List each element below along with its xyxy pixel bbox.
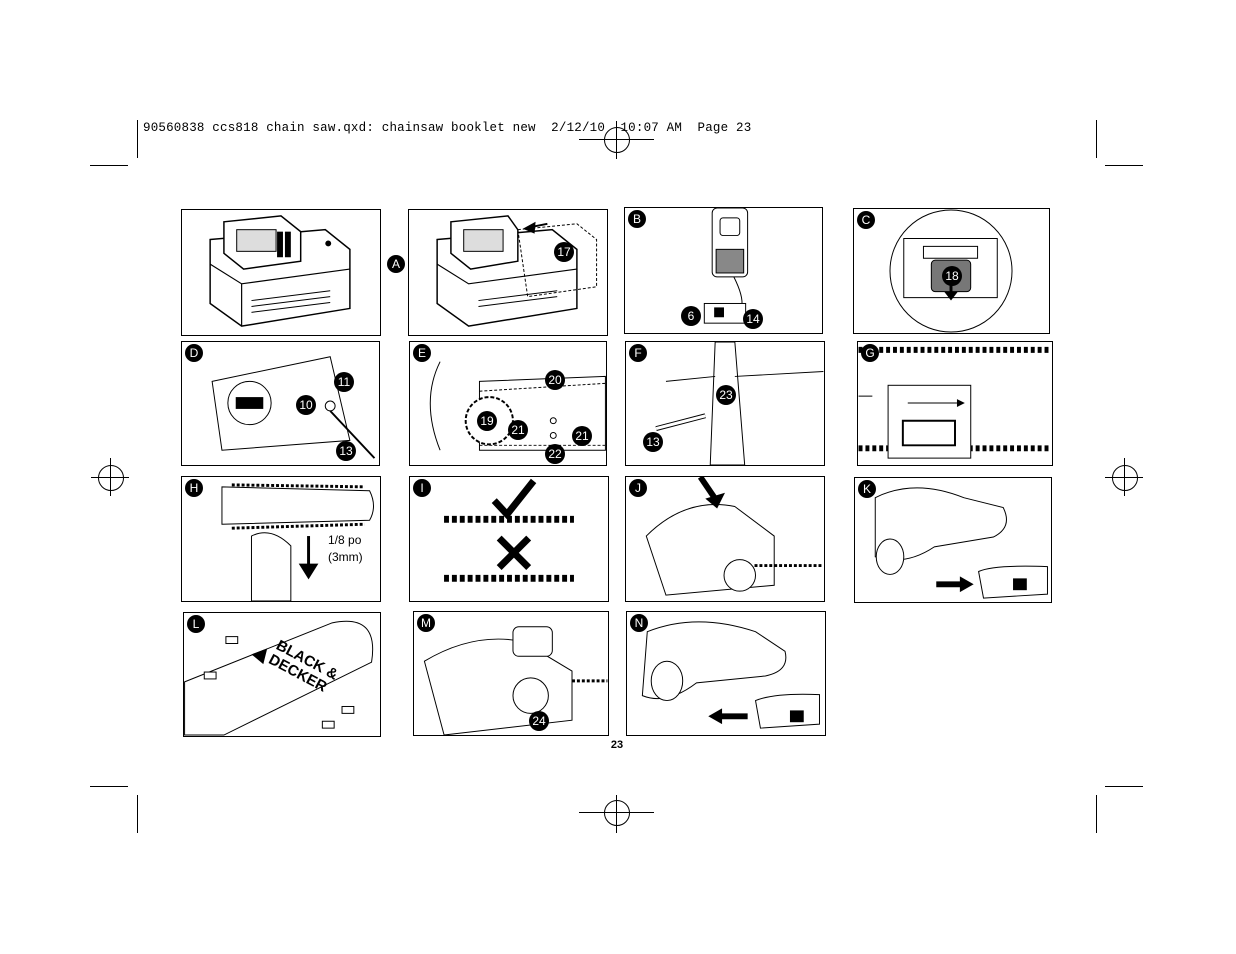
charger-illustration <box>703 208 749 324</box>
clearance-note-line1: 1/8 po <box>328 533 362 547</box>
figure-label-b: B <box>628 210 646 228</box>
callout-13-f: 13 <box>643 432 663 452</box>
figure-label-m: M <box>417 614 435 632</box>
chain-tension-illustration <box>221 483 374 601</box>
callout-22: 22 <box>545 444 565 464</box>
figure-label-j: J <box>629 479 647 497</box>
knob-adjust-illustration <box>423 626 608 735</box>
figure-m-knob-adjust: M 24 <box>413 611 609 736</box>
figure-a-battery-left <box>181 209 381 336</box>
callout-21b: 21 <box>572 426 592 446</box>
callout-6: 6 <box>681 306 701 326</box>
figure-label-g: G <box>861 344 879 362</box>
callout-21a: 21 <box>508 420 528 440</box>
battery-insert-illustration <box>436 215 598 327</box>
guide-bar-illustration <box>184 620 374 736</box>
page-number: 23 <box>610 739 624 751</box>
callout-20: 20 <box>545 370 565 390</box>
figure-j-tighten-knob: J <box>625 476 825 602</box>
callout-11: 11 <box>334 372 354 392</box>
figure-label-c: C <box>857 211 875 229</box>
chain-direction-illustration <box>858 346 1052 459</box>
figure-i-correct-incorrect: I <box>409 476 609 602</box>
figure-a-battery-right: 17 <box>408 209 608 336</box>
battery-insert-saw-illustration <box>641 621 820 729</box>
battery-pack-illustration <box>209 215 351 327</box>
figure-label-d: D <box>185 344 203 362</box>
figure-label-k: K <box>858 480 876 498</box>
callout-19: 19 <box>477 411 497 431</box>
tighten-knob-illustration <box>645 477 824 596</box>
figure-d-sprocket-cover: D 11 10 13 <box>181 341 380 466</box>
callout-17: 17 <box>554 242 574 262</box>
figure-label-f: F <box>629 344 647 362</box>
callout-13: 13 <box>336 441 356 461</box>
figure-label-h: H <box>185 479 203 497</box>
figure-f-tension-adjust: F 23 13 <box>625 341 825 466</box>
figure-label-n: N <box>630 614 648 632</box>
figure-n-battery-insert: N <box>626 611 826 736</box>
clearance-note-line2: (3mm) <box>328 550 363 564</box>
figure-b-charger: B 6 14 <box>624 207 823 334</box>
callout-23: 23 <box>716 385 736 405</box>
callout-14: 14 <box>743 309 763 329</box>
chain-bar-illustration <box>429 361 606 451</box>
figure-label-a: A <box>387 255 405 273</box>
figure-g-chain-direction: G <box>857 341 1053 466</box>
figure-e-chain-on-bar: E 20 19 21 21 22 <box>409 341 607 466</box>
sprocket-cover-illustration <box>211 356 376 459</box>
callout-24: 24 <box>529 711 549 731</box>
file-slug-line: 90560838 ccs818 chain saw.qxd: chainsaw … <box>143 121 752 135</box>
figure-h-chain-tension: H 1/8 po (3mm) <box>181 476 381 602</box>
figure-label-e: E <box>413 344 431 362</box>
figure-label-l: L <box>187 615 205 633</box>
callout-18: 18 <box>942 266 962 286</box>
figure-k-battery-removal: K <box>854 477 1052 603</box>
chain-check-illustration <box>444 478 574 582</box>
figure-label-i: I <box>413 479 431 497</box>
figure-c-battery-release: C 18 <box>853 208 1050 334</box>
battery-removal-illustration <box>874 487 1048 599</box>
callout-10: 10 <box>296 395 316 415</box>
figure-l-guide-bar: L BLACK & DECKER <box>183 612 381 737</box>
